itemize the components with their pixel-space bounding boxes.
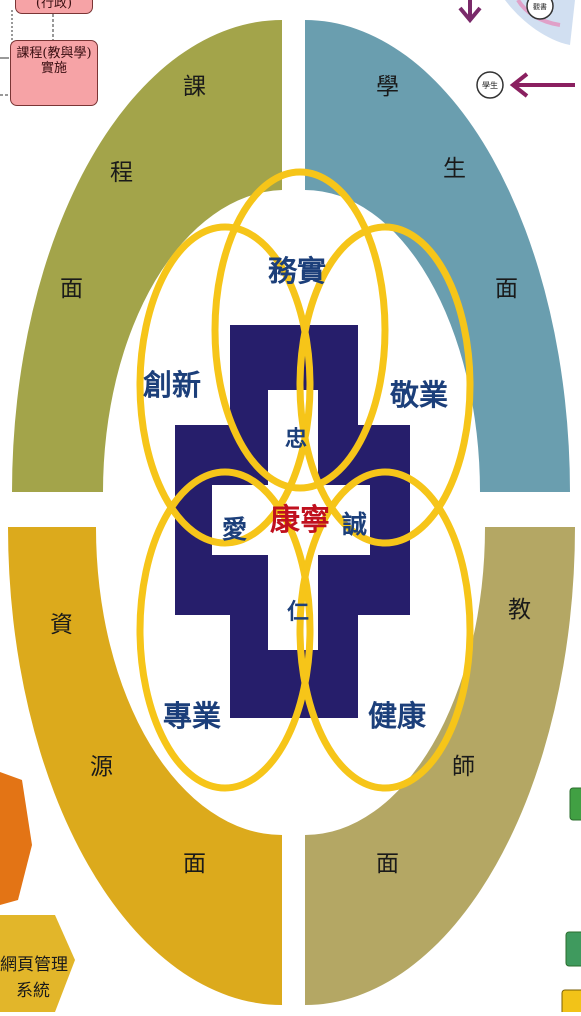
resource-label-3: 面 <box>183 851 206 877</box>
web-management-line-1: 網頁管理 <box>0 955 68 975</box>
ring-lower-left <box>136 468 314 792</box>
rainbow-swirl <box>505 0 575 45</box>
yellow-chip <box>561 989 581 1016</box>
bottom-right-fragment <box>561 787 581 1016</box>
student-label-2: 生 <box>443 156 466 182</box>
curriculum-label-1: 課 <box>183 74 206 100</box>
resource-label-1: 資 <box>50 612 73 638</box>
ring-label-upper-right: 敬業 <box>389 378 448 412</box>
ring-label-top: 務實 <box>268 254 326 288</box>
top-left-fragment-text: (行政) <box>35 0 73 11</box>
student-label-1: 學 <box>376 74 399 100</box>
curriculum-label-2: 程 <box>110 160 133 186</box>
center-right-char: 誠 <box>342 510 367 539</box>
top-right-fragment: 觀書 學生 <box>458 0 575 99</box>
ring-label-upper-left: 創新 <box>143 368 201 402</box>
ring-label-lower-right: 健康 <box>368 699 427 733</box>
teacher-label-2: 師 <box>452 754 475 780</box>
ring-top <box>211 168 389 492</box>
teacher-label-1: 教 <box>508 597 531 623</box>
small-circle-1 <box>526 0 554 20</box>
yellow-hexagon <box>0 915 75 1012</box>
purple-down-arrow <box>458 0 482 24</box>
top-left-fragment-box: (行政) <box>15 0 93 14</box>
teacher-label-3: 面 <box>376 851 399 877</box>
small-circle-2-label: 學生 <box>482 80 498 90</box>
curriculum-implementation-box: 課程(教與學) 實施 <box>10 40 98 106</box>
curriculum-quadrant <box>12 20 282 492</box>
resource-label-2: 源 <box>90 754 113 780</box>
student-label-3: 面 <box>495 276 518 302</box>
orange-hexagon <box>0 772 32 905</box>
small-circle-2 <box>476 71 504 99</box>
teacher-quadrant <box>305 527 575 1005</box>
value-rings <box>136 168 474 792</box>
small-circle-1-label: 觀書 <box>533 2 547 11</box>
ring-label-lower-left: 專業 <box>163 699 221 733</box>
green-chip-2 <box>565 931 581 967</box>
green-chip-1 <box>569 787 581 821</box>
ring-upper-left <box>136 223 314 547</box>
center-top-char: 忠 <box>285 426 307 452</box>
web-management-text: 網頁管理 系統 <box>0 952 72 1004</box>
curriculum-label-3: 面 <box>60 276 83 302</box>
web-management-line-2: 系統 <box>16 981 50 1001</box>
bottom-left-fragment <box>0 772 75 1012</box>
ring-lower-right <box>296 468 474 792</box>
center-left-char: 愛 <box>222 515 247 544</box>
center-title: 康寧 <box>270 503 330 538</box>
box-line-1: 課程(教與學) <box>16 46 92 61</box>
resource-quadrant <box>8 527 282 1005</box>
center-bottom-char: 仁 <box>287 599 309 625</box>
purple-left-arrow <box>509 72 575 98</box>
ring-upper-right <box>296 223 474 547</box>
box-line-2: 實施 <box>40 61 67 76</box>
